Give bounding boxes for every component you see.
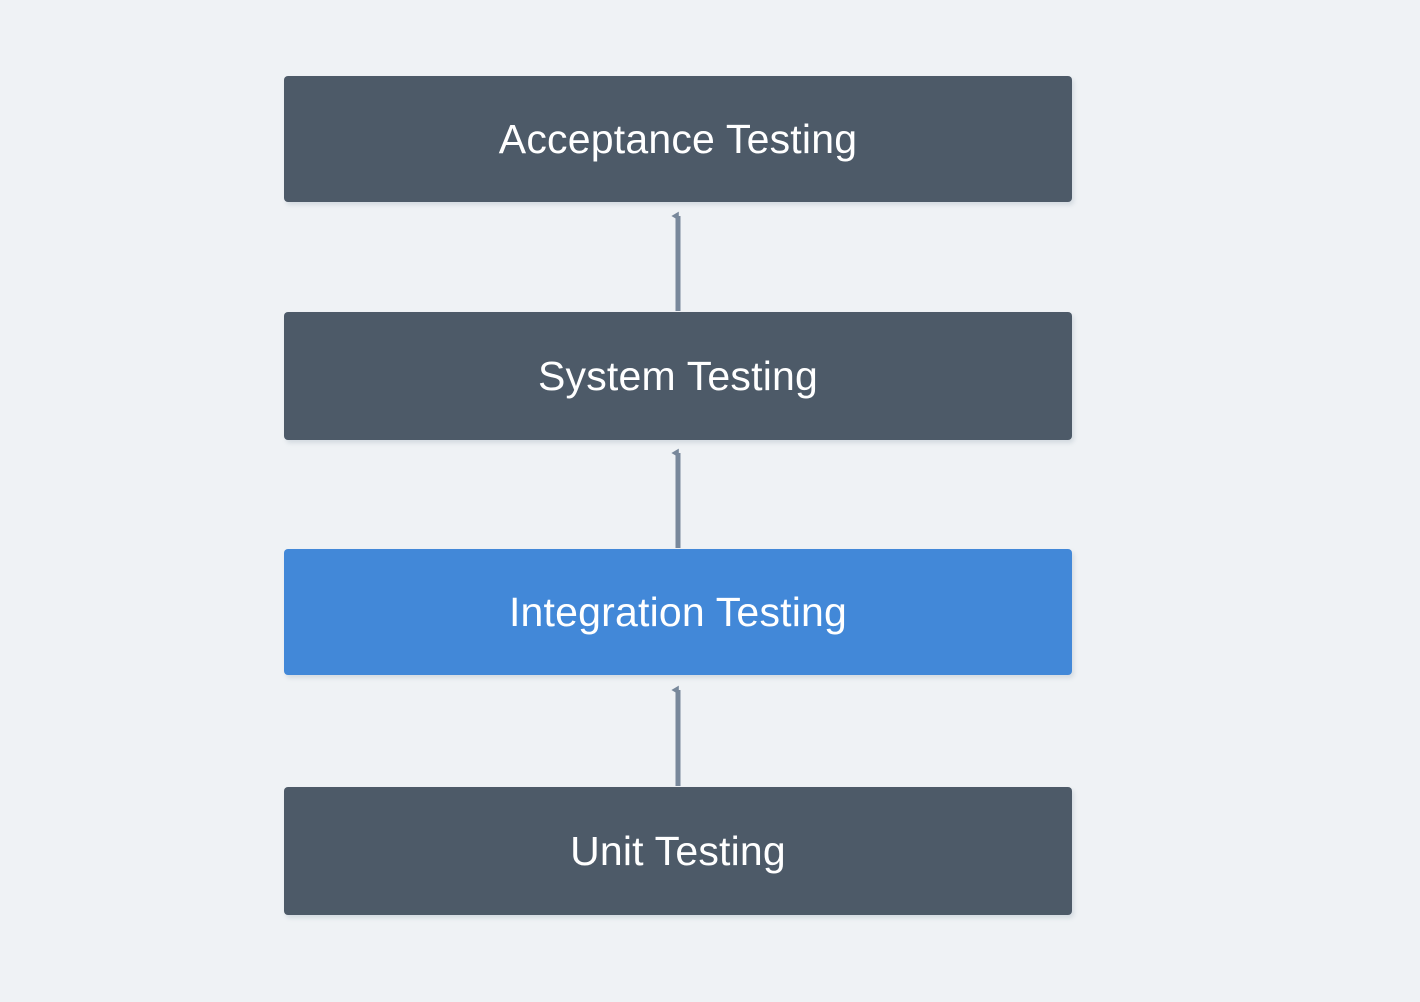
node-acceptance-testing-label: Acceptance Testing <box>498 115 858 162</box>
node-system-testing[interactable]: System Testing <box>284 312 1072 440</box>
node-integration-testing[interactable]: Integration Testing <box>284 549 1072 675</box>
node-unit-testing[interactable]: Unit Testing <box>284 787 1072 915</box>
node-integration-testing-label: Integration Testing <box>508 588 848 635</box>
node-acceptance-testing[interactable]: Acceptance Testing <box>284 76 1072 202</box>
node-system-testing-label: System Testing <box>537 352 819 399</box>
node-unit-testing-label: Unit Testing <box>570 827 786 874</box>
